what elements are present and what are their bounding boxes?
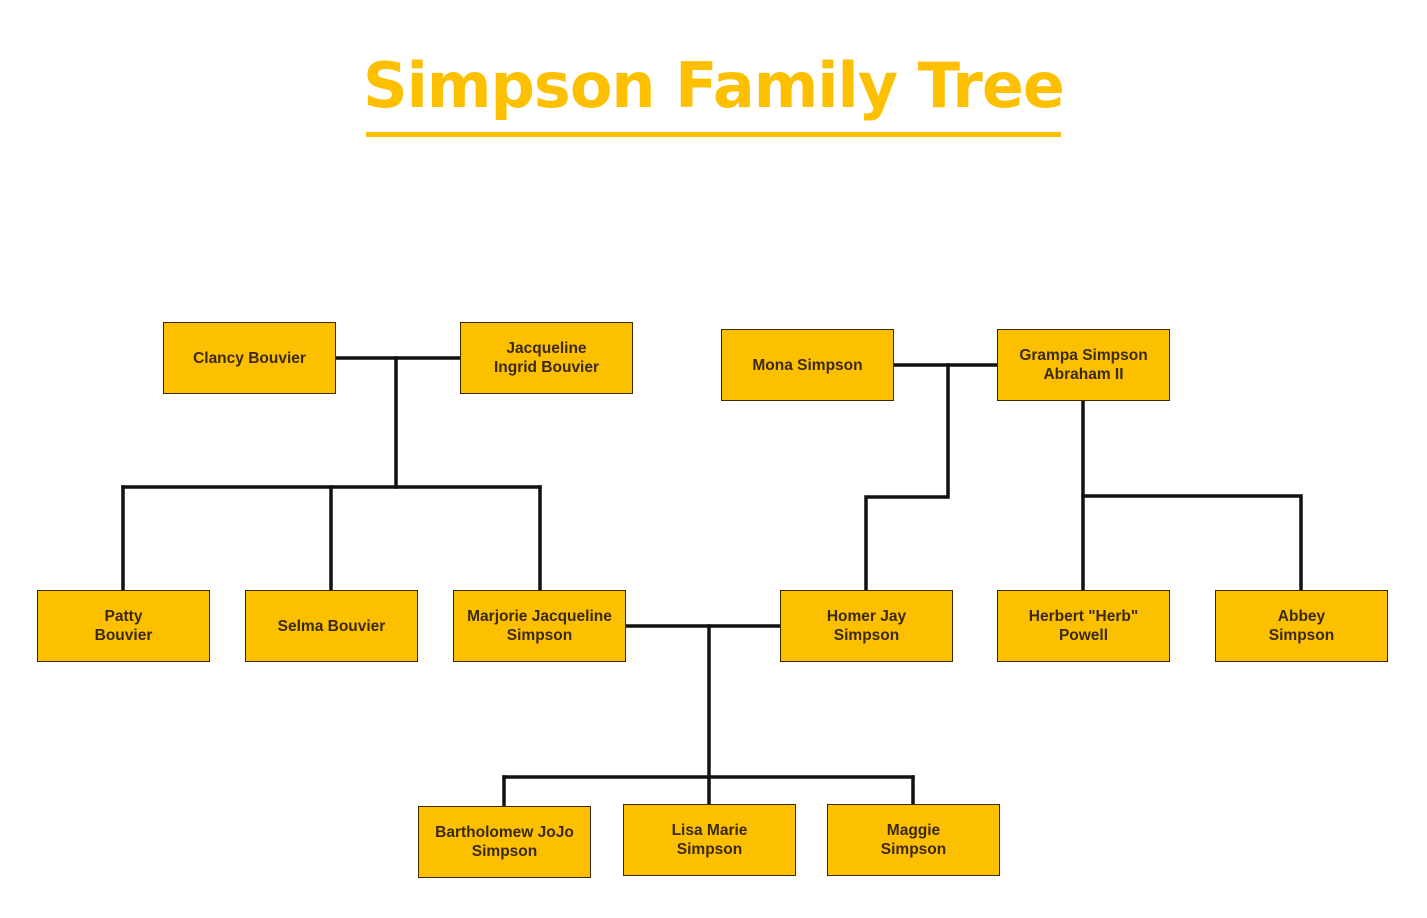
person-lisa-simpson[interactable]: Lisa Marie Simpson: [623, 804, 796, 876]
person-herb-powell[interactable]: Herbert "Herb" Powell: [997, 590, 1170, 662]
person-marge-simpson[interactable]: Marjorie Jacqueline Simpson: [453, 590, 626, 662]
connector-to-abbey: [1081, 494, 1303, 592]
person-jacqueline-bouvier[interactable]: Jacqueline Ingrid Bouvier: [460, 322, 633, 394]
person-patty-bouvier[interactable]: Patty Bouvier: [37, 590, 210, 662]
person-maggie-simpson[interactable]: Maggie Simpson: [827, 804, 1000, 876]
title-underline: [366, 132, 1061, 137]
person-selma-bouvier[interactable]: Selma Bouvier: [245, 590, 418, 662]
person-clancy-bouvier[interactable]: Clancy Bouvier: [163, 322, 336, 394]
person-abbey-simpson[interactable]: Abbey Simpson: [1215, 590, 1388, 662]
page-title: Simpson Family Tree: [363, 49, 1065, 122]
person-bart-simpson[interactable]: Bartholomew JoJo Simpson: [418, 806, 591, 878]
person-homer-simpson[interactable]: Homer Jay Simpson: [780, 590, 953, 662]
person-grampa-simpson[interactable]: Grampa Simpson Abraham II: [997, 329, 1170, 401]
connector-to-homer: [864, 363, 950, 592]
person-mona-simpson[interactable]: Mona Simpson: [721, 329, 894, 401]
